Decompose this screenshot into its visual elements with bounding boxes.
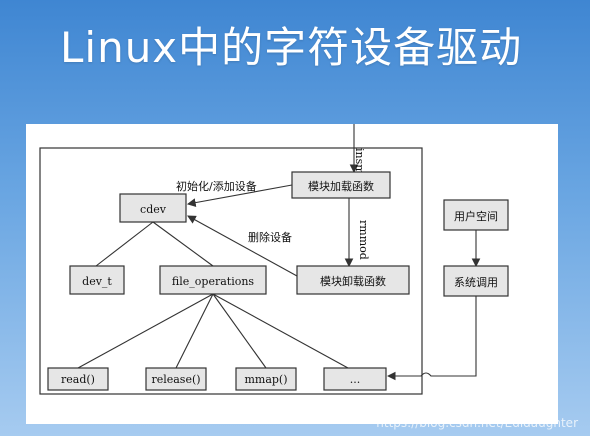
diagram-panel: insmod 模块加载函数 rmmod 模块卸载函数 cdev 初始化/添加设备… (26, 124, 558, 424)
read-box (47, 367, 109, 391)
mmap-label: mmap() (244, 373, 287, 386)
user-space-label: 用户空间 (454, 209, 498, 223)
file-operations-box (159, 265, 267, 295)
init-add-arrow (186, 184, 293, 207)
read-label: read() (61, 373, 95, 386)
delete-device-arrow (187, 215, 298, 277)
cdev-to-fops-line (152, 221, 214, 267)
cdev-box (119, 193, 187, 223)
module-unload-box (296, 265, 410, 295)
release-label: release() (151, 373, 200, 386)
cdev-to-devt-line (95, 221, 154, 267)
cdev-label: cdev (140, 203, 167, 216)
release-box (145, 367, 207, 391)
module-unload-label: 模块卸载函数 (320, 274, 386, 288)
watermark: https://blog.csdn.net/Edidaughter (376, 416, 578, 430)
fops-to-release-line (175, 293, 214, 369)
module-load-label: 模块加载函数 (308, 180, 374, 193)
dev-t-box (69, 265, 125, 295)
kernel-frame (39, 147, 423, 395)
slide-title: Linux中的字符设备驱动 (60, 23, 523, 72)
ellipsis-label: ... (350, 373, 361, 386)
driver-diagram: insmod 模块加载函数 rmmod 模块卸载函数 cdev 初始化/添加设备… (39, 124, 509, 395)
fops-to-read-line (77, 293, 214, 369)
mmap-box (235, 367, 297, 391)
system-call-label: 系统调用 (454, 276, 498, 289)
file-operations-label: file_operations (172, 275, 255, 288)
delete-device-label: 删除设备 (248, 230, 292, 244)
ellipsis-box (323, 367, 387, 391)
system-call-box (443, 265, 509, 297)
fops-to-mmap-line (212, 293, 267, 369)
rmmod-label: rmmod (357, 220, 370, 260)
syscall-to-ellipsis-arrow (386, 296, 477, 381)
dev-t-label: dev_t (82, 275, 112, 288)
module-load-box (291, 171, 391, 199)
fops-to-ellipsis-line (212, 293, 349, 369)
init-add-label: 初始化/添加设备 (176, 179, 257, 193)
